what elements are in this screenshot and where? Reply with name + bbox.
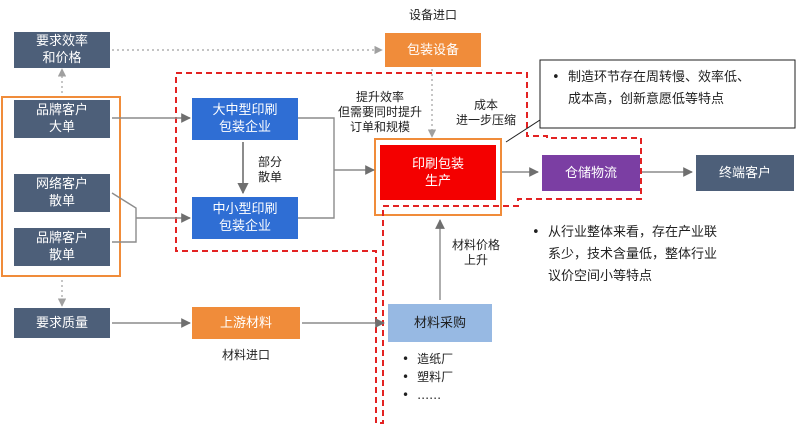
- supplier-list: 造纸厂 塑料厂 ……: [402, 350, 482, 404]
- callout-industry-text: 从行业整体来看，存在产业联 系少，技术含量低，整体行业 议价空间小等特点: [548, 225, 718, 284]
- node-upstream-materials: 上游材料: [192, 307, 300, 339]
- node-quality-demand: 要求质量: [14, 308, 110, 338]
- supplier-item: 塑料厂: [402, 368, 482, 386]
- label-material-price-rise: 材料价格 上升: [451, 238, 500, 267]
- label-partial-scattered: 部分 散单: [257, 155, 282, 184]
- manufacturing-boundary: [175, 72, 642, 424]
- node-material-purchase: 材料采购: [388, 304, 492, 342]
- node-end-customer: 终端客户: [696, 155, 794, 191]
- callout-manufacturing: • 制造环节存在周转慢、效率低、 成本高，创新意愿低等特点: [552, 67, 790, 111]
- customer-group-frame: [1, 96, 121, 277]
- node-brand-large-orders: 品牌客户 大单: [14, 100, 110, 138]
- node-large-printers: 大中型印刷 包装企业: [192, 98, 298, 140]
- supplier-item: ……: [402, 386, 482, 404]
- callout-industry: • 从行业整体来看，存在产业联 系少，技术含量低，整体行业 议价空间小等特点: [532, 222, 794, 288]
- callout-manufacturing-text: 制造环节存在周转慢、效率低、 成本高，创新意愿低等特点: [568, 70, 751, 107]
- label-improve-efficiency: 提升效率 但需要同时提升 订单和规模: [337, 90, 422, 134]
- node-packaging-equipment: 包装设备: [385, 33, 481, 67]
- node-efficiency-price: 要求效率 和价格: [14, 32, 110, 68]
- label-material-import: 材料进口: [221, 348, 270, 362]
- callout-top-border: [539, 59, 796, 129]
- label-cost-compress: 成本 进一步压缩: [455, 98, 516, 127]
- callout-bullet: •: [552, 70, 560, 85]
- supplier-item: 造纸厂: [402, 350, 482, 368]
- arrow-scattered-orders-to-small-printers: [111, 192, 137, 243]
- production-frame: [374, 138, 502, 216]
- node-network-scattered-orders: 网络客户 散单: [14, 174, 110, 212]
- node-print-production: 印刷包装 生产: [380, 145, 496, 200]
- label-equipment-import: 设备进口: [408, 8, 457, 22]
- arrow-printers-to-production: [298, 117, 335, 219]
- callout-bullet: •: [532, 225, 540, 240]
- node-small-printers: 中小型印刷 包装企业: [192, 197, 298, 239]
- node-warehousing-logistics: 仓储物流: [542, 155, 640, 191]
- node-brand-scattered-orders: 品牌客户 散单: [14, 228, 110, 266]
